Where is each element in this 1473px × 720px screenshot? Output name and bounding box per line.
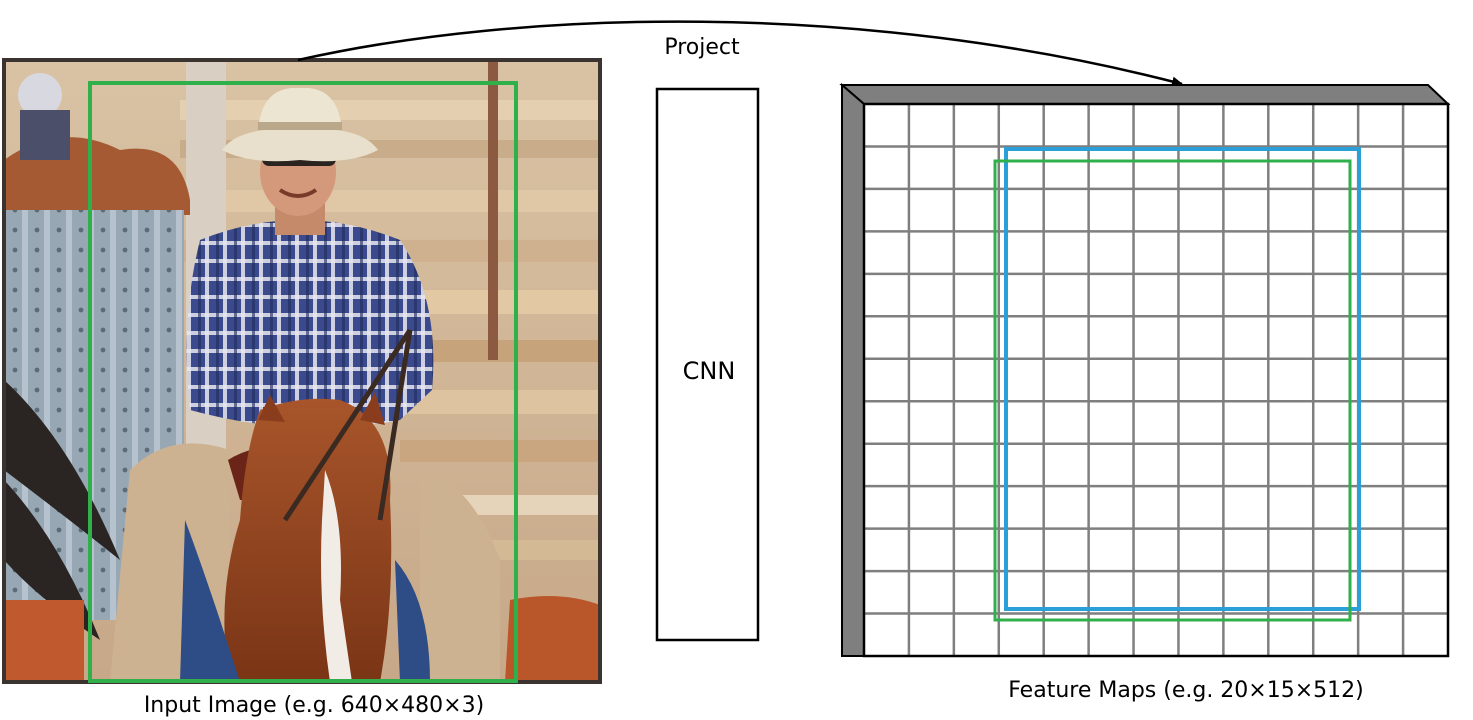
input-image-caption: Input Image (e.g. 640×480×3) xyxy=(144,693,484,718)
feature-green-box xyxy=(993,159,1352,622)
project-label: Project xyxy=(664,35,740,60)
rider-shirt xyxy=(186,220,434,428)
cnn-label: CNN xyxy=(683,357,736,385)
input-image xyxy=(2,58,602,684)
cnn-block: CNN xyxy=(655,87,760,642)
feature-blue-box xyxy=(1004,147,1361,611)
feature-map xyxy=(839,82,1451,658)
project-arrow xyxy=(297,20,1183,87)
feature-map-side-face xyxy=(841,82,865,657)
feature-map-top-face xyxy=(839,84,1451,105)
cowboy-hat xyxy=(222,87,378,162)
horse-head xyxy=(224,398,392,682)
horse-tail xyxy=(4,380,120,640)
input-bounding-box xyxy=(88,81,518,683)
feature-maps-caption: Feature Maps (e.g. 20×15×512) xyxy=(1008,678,1364,703)
